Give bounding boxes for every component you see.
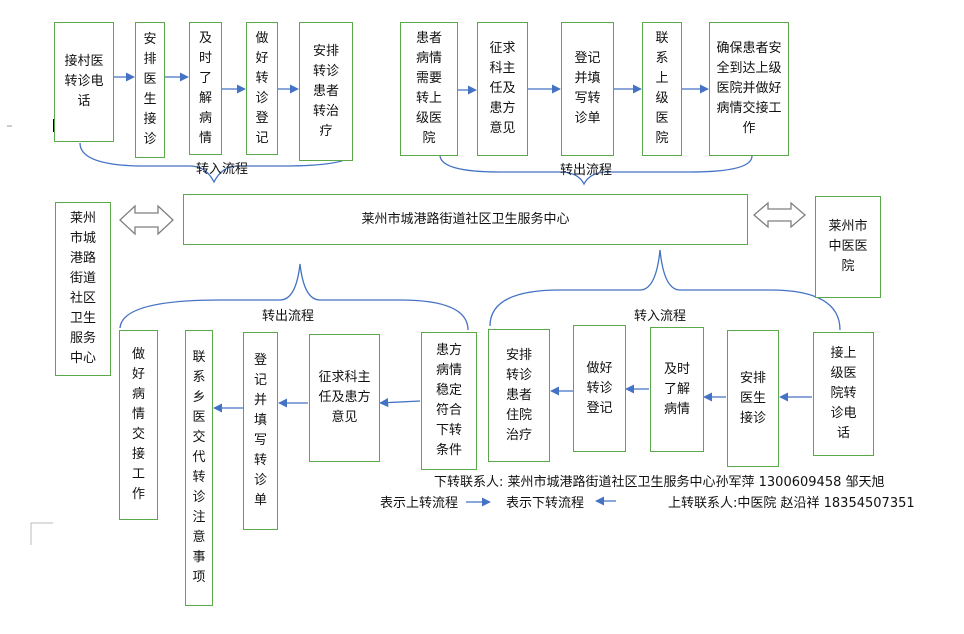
step-top-in-4: 做好转诊登记	[246, 22, 278, 155]
step-top-in-2: 安排医生接诊	[135, 22, 165, 158]
bracket-top-out	[439, 155, 753, 186]
label-top-in: 转入流程	[196, 162, 249, 177]
step-top-in-1: 接村医转诊电话	[54, 22, 114, 142]
step-top-in-3: 及时了解病情	[189, 22, 222, 155]
step-bot-out-4: 征求科主任及患方意见	[309, 334, 380, 462]
double-arrow-left-icon	[119, 204, 174, 236]
step-bot-out-5: 患方病情稳定符合下转条件	[421, 332, 477, 470]
arrow-bot-out-1	[379, 398, 421, 408]
side-box-right: 莱州市中医医院	[815, 196, 881, 298]
bracket-bottom-out	[119, 263, 469, 331]
double-arrow-right-icon	[753, 201, 806, 229]
bracket-top-in	[79, 142, 353, 184]
step-bot-out-1: 做好病情交接工作	[119, 330, 158, 520]
step-bot-in-2: 做好转诊登记	[573, 325, 626, 452]
step-top-out-2: 征求科主任及患方意见	[477, 22, 528, 156]
label-bottom-in: 转入流程	[634, 309, 687, 324]
step-bot-out-3: 登记并填写转诊单	[243, 332, 278, 530]
contact-down: 下转联系人: 莱州市城港路街道社区卫生服务中心孙军萍 1300609458 邹天…	[434, 475, 885, 490]
step-top-in-5: 安排转诊患者转治疗	[299, 22, 353, 161]
corner-mark	[30, 522, 53, 545]
bracket-bottom-in	[489, 249, 841, 331]
step-top-out-4: 联系上级医院	[642, 22, 682, 156]
side-box-left: 莱州市城港路街道社区卫生服务中心	[55, 202, 111, 376]
contact-up: 上转联系人:中医院 赵沿祥 18354507351	[668, 496, 915, 511]
step-top-out-5: 确保患者安全到达上级医院并做好病情交接工作	[709, 22, 789, 156]
legend-up-text: 表示上转流程	[380, 496, 459, 511]
step-bot-in-3: 及时了解病情	[650, 327, 704, 452]
label-top-out: 转出流程	[560, 163, 613, 178]
step-top-out-1: 患者病情需要转上级医院	[400, 22, 458, 156]
step-bot-in-4: 安排医生接诊	[727, 330, 779, 467]
step-top-out-3: 登记并填写转诊单	[561, 22, 614, 156]
legend-down-text: 表示下转流程	[506, 496, 585, 511]
step-bot-out-2: 联系乡医交代转诊注意事项	[185, 330, 213, 606]
center-main-box: 莱州市城港路街道社区卫生服务中心	[183, 194, 748, 245]
label-bottom-out: 转出流程	[262, 309, 315, 324]
step-bot-in-1: 安排转诊患者住院治疗	[488, 329, 550, 462]
step-bot-in-5: 接上级医院转诊电话	[813, 332, 874, 456]
